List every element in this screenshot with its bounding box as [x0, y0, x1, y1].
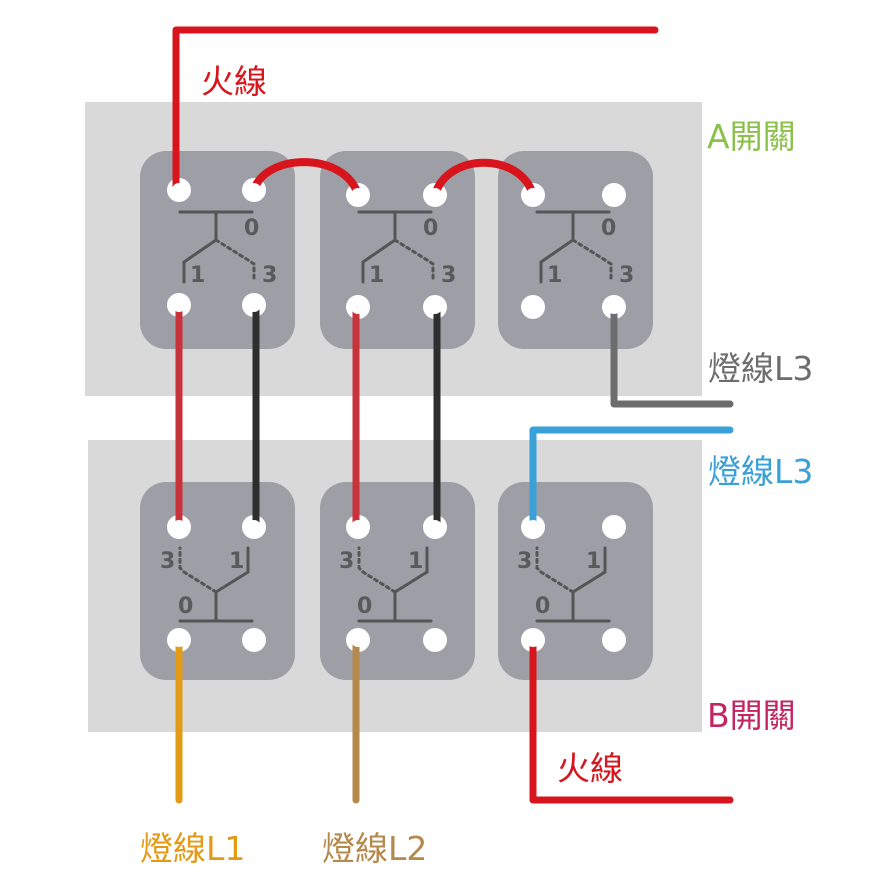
terminal-dot	[351, 520, 365, 534]
switch-b1-mechanism	[178, 546, 254, 623]
lamp-l1-label: 燈線L1	[140, 829, 245, 868]
mech-arm-1	[539, 238, 575, 284]
terminal-label-1: 1	[229, 549, 244, 574]
switch-b2-mechanism	[357, 546, 433, 623]
terminal-dot	[247, 183, 261, 197]
terminal-label-1: 1	[369, 263, 384, 288]
live-wire-top	[172, 26, 659, 194]
terminal-dot	[428, 633, 442, 647]
switch-a2-mechanism	[357, 210, 435, 284]
terminal-dot	[526, 633, 540, 647]
bridge-wire-2	[431, 158, 537, 199]
terminal-dot	[526, 300, 540, 314]
terminal-dot	[428, 188, 442, 202]
mech-arm-3	[535, 546, 575, 594]
switch-a2	[320, 151, 475, 349]
terminal-dot	[247, 633, 261, 647]
live-wire-bottom-label: 火線	[557, 749, 623, 788]
lamp-l3-gray-label: 燈線L3	[708, 349, 813, 388]
terminal-dot	[172, 633, 186, 647]
terminal-label-1: 1	[190, 263, 205, 288]
terminal-dot	[526, 520, 540, 534]
terminal-dot	[428, 520, 442, 534]
terminal-dot	[172, 520, 186, 534]
terminal-label-3: 3	[517, 549, 532, 574]
bridge-wire-1	[250, 158, 362, 199]
lamp-l2-label: 燈線L2	[322, 829, 427, 868]
switch-b1	[140, 482, 295, 680]
terminal-label-0: 0	[535, 594, 550, 619]
switch-b3	[498, 482, 653, 680]
terminal-dot	[607, 188, 621, 202]
terminal-dot	[607, 520, 621, 534]
switch-a1-mechanism	[178, 210, 256, 284]
terminal-label-3: 3	[160, 549, 175, 574]
mech-arm-1	[571, 546, 607, 594]
terminal-label-3: 3	[619, 263, 634, 288]
mech-arm-3	[393, 238, 435, 284]
terminal-dot	[428, 300, 442, 314]
terminal-label-1: 1	[547, 263, 562, 288]
terminal-label-3: 3	[339, 549, 354, 574]
panel-b-label: B開關	[707, 696, 796, 735]
terminal-dot	[351, 300, 365, 314]
lamp-wire-l3-blue	[529, 426, 734, 531]
terminal-dot	[172, 183, 186, 197]
mech-arm-1	[214, 546, 250, 594]
panel-a-label: A開關	[707, 117, 796, 156]
terminal-label-1: 1	[586, 549, 601, 574]
terminal-dot	[351, 188, 365, 202]
terminal-label-3: 3	[441, 263, 456, 288]
lamp-l3-blue-label: 燈線L3	[708, 452, 813, 491]
terminal-dot	[526, 188, 540, 202]
mech-arm-1	[361, 238, 397, 284]
lamp-wire-l3-gray	[610, 303, 734, 408]
terminal-label-0: 0	[244, 216, 259, 241]
mech-arm-1	[393, 546, 429, 594]
switch-b2	[320, 482, 475, 680]
terminal-dot	[247, 520, 261, 534]
terminal-dot	[607, 300, 621, 314]
mech-arm-3	[214, 238, 256, 284]
switch-b3-mechanism	[535, 546, 611, 623]
mech-arm-3	[178, 546, 218, 594]
live-wire-bottom	[529, 636, 734, 804]
live-wire-top-label: 火線	[201, 62, 267, 101]
terminal-dot	[351, 633, 365, 647]
mech-arm-1	[182, 238, 218, 284]
terminal-label-1: 1	[408, 549, 423, 574]
terminal-label-3: 3	[262, 263, 277, 288]
terminal-label-0: 0	[423, 216, 438, 241]
terminal-dot	[607, 633, 621, 647]
mech-arm-3	[357, 546, 397, 594]
switch-a3-mechanism	[535, 210, 613, 284]
terminal-dot	[172, 298, 186, 312]
terminal-label-0: 0	[357, 594, 372, 619]
mech-arm-3	[571, 238, 613, 284]
terminal-dot	[247, 298, 261, 312]
switch-a1	[140, 151, 295, 349]
terminal-label-0: 0	[601, 216, 616, 241]
terminal-label-0: 0	[178, 594, 193, 619]
